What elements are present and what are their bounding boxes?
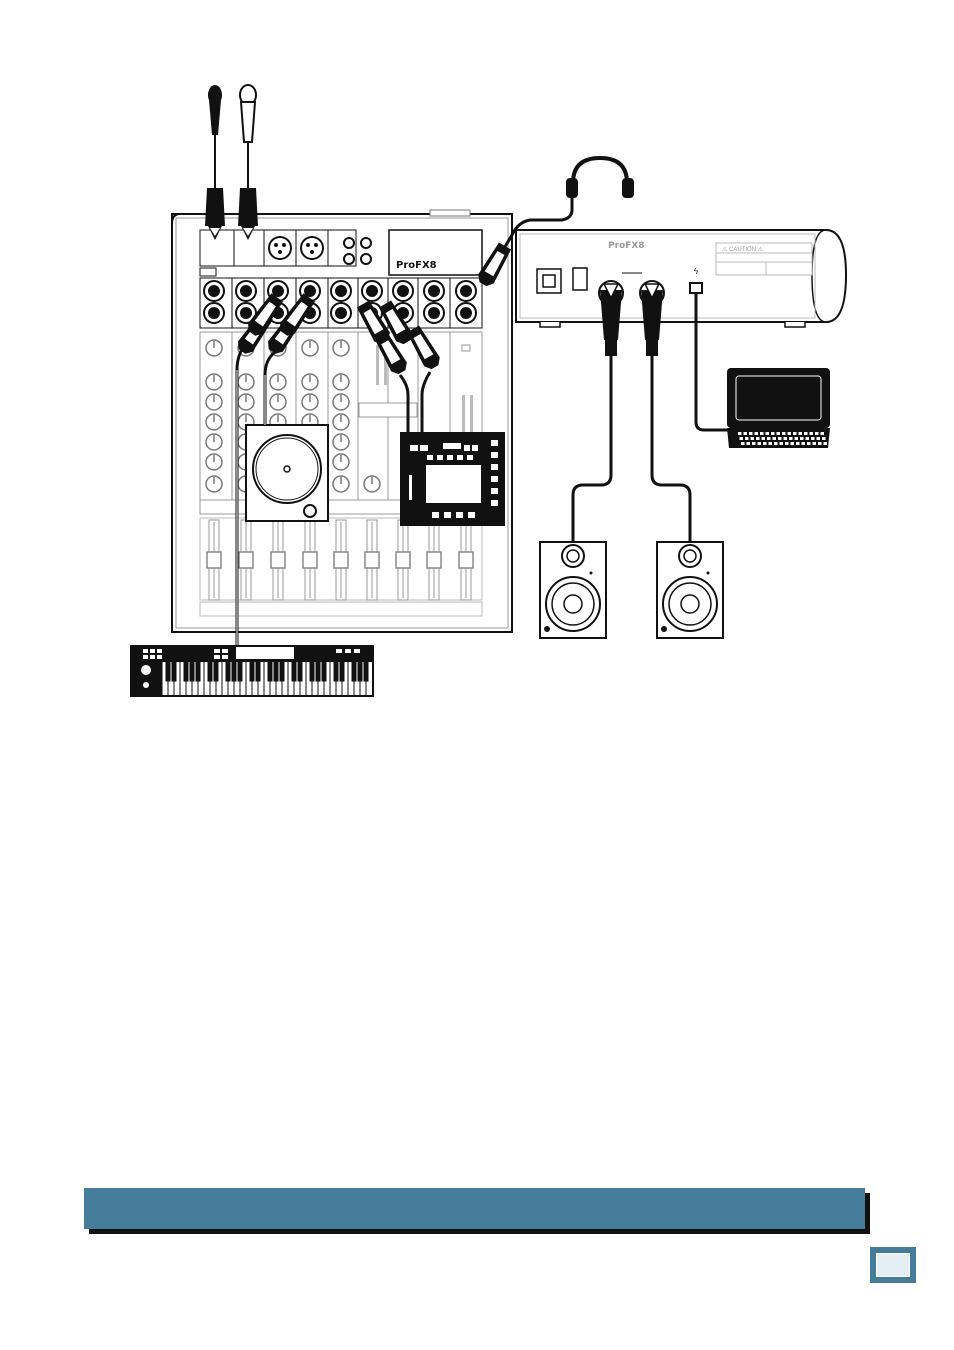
laptop-key: [782, 432, 786, 435]
laptop-key: [807, 442, 811, 445]
laptop-key: [741, 442, 745, 445]
black-key: [358, 662, 362, 681]
black-key: [352, 662, 356, 681]
black-key: [232, 662, 236, 681]
rear-brand-label: ProFX8: [608, 241, 645, 251]
laptop-key: [817, 437, 821, 440]
rear-panel: ProFX8 ⚠ CAUTION ⚠ ϟ: [516, 230, 846, 327]
laptop-key: [813, 442, 817, 445]
laptop-key: [774, 442, 778, 445]
page-number-tab: [870, 1247, 916, 1283]
black-key: [280, 662, 284, 681]
laptop-key: [758, 442, 762, 445]
laptop-key: [800, 437, 804, 440]
black-key: [196, 662, 200, 681]
black-key: [226, 662, 230, 681]
laptop-key: [751, 437, 755, 440]
black-key: [256, 662, 260, 681]
laptop-key: [771, 432, 775, 435]
laptop-key: [760, 432, 764, 435]
laptop-key: [766, 432, 770, 435]
black-key: [238, 662, 242, 681]
laptop-key: [740, 437, 744, 440]
laptop-key: [756, 437, 760, 440]
laptop-key: [811, 437, 815, 440]
usb-port: [690, 283, 702, 293]
black-key: [292, 662, 296, 681]
laptop-key: [788, 432, 792, 435]
laptop-key: [821, 432, 825, 435]
laptop-key: [789, 437, 793, 440]
laptop-key: [762, 437, 766, 440]
speaker-icon: [657, 542, 723, 638]
laptop-key: [767, 437, 771, 440]
laptop-icon: [727, 368, 830, 448]
black-key: [340, 662, 344, 681]
laptop-key: [769, 442, 773, 445]
laptop-key: [804, 432, 808, 435]
laptop-key: [738, 432, 742, 435]
black-key: [274, 662, 278, 681]
speaker-icon: [540, 542, 606, 638]
drum-machine-icon: [400, 432, 505, 526]
black-key: [364, 662, 368, 681]
laptop-key: [802, 442, 806, 445]
black-key: [316, 662, 320, 681]
black-key: [190, 662, 194, 681]
laptop-key: [796, 442, 800, 445]
black-key: [166, 662, 170, 681]
black-key: [214, 662, 218, 681]
laptop-key: [822, 437, 826, 440]
laptop-key: [785, 442, 789, 445]
line-input-jacks: [200, 278, 482, 328]
black-key: [298, 662, 302, 681]
microphone-icon: [205, 85, 225, 240]
laptop-key: [763, 442, 767, 445]
laptop-key: [773, 437, 777, 440]
microphone-icon: [238, 85, 258, 240]
speaker-cables: [573, 356, 690, 545]
laptop-key: [810, 432, 814, 435]
laptop-key: [744, 432, 748, 435]
black-key: [268, 662, 272, 681]
laptop-key: [778, 437, 782, 440]
laptop-key: [777, 432, 781, 435]
mixer-brand-label: ProFX8: [396, 260, 437, 271]
laptop-key: [747, 442, 751, 445]
laptop-key: [806, 437, 810, 440]
laptop-key: [745, 437, 749, 440]
laptop-key: [752, 442, 756, 445]
black-key: [250, 662, 254, 681]
page-number: [876, 1253, 910, 1277]
caption-bar: [84, 1188, 865, 1229]
laptop-key: [799, 432, 803, 435]
black-key: [322, 662, 326, 681]
laptop-key: [815, 432, 819, 435]
laptop-key: [791, 442, 795, 445]
laptop-key: [780, 442, 784, 445]
laptop-key: [793, 432, 797, 435]
mixer: ProFX8: [172, 210, 512, 632]
laptop-key: [795, 437, 799, 440]
warning-label: ⚠ CAUTION ⚠: [722, 246, 764, 253]
laptop-key: [749, 432, 753, 435]
black-key: [310, 662, 314, 681]
xlr-input-row: [200, 230, 371, 266]
laptop-key: [784, 437, 788, 440]
laptop-key: [824, 442, 828, 445]
black-key: [172, 662, 176, 681]
turntable-icon: [246, 425, 328, 521]
black-key: [208, 662, 212, 681]
black-key: [334, 662, 338, 681]
laptop-key: [818, 442, 822, 445]
black-key: [184, 662, 188, 681]
laptop-key: [755, 432, 759, 435]
